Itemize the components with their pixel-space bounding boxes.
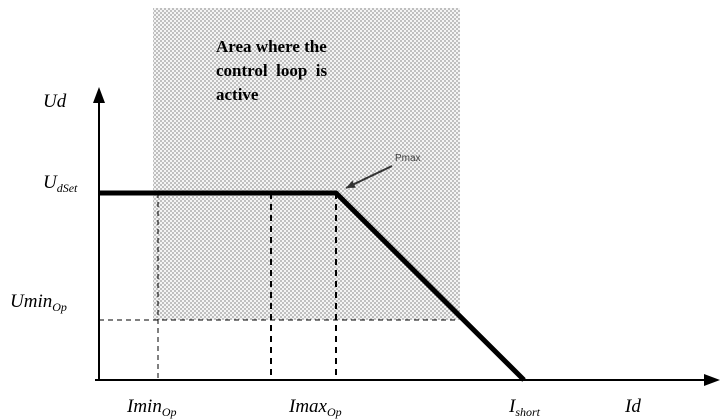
umin-label: UminOp: [10, 291, 67, 314]
ishort-label-sub: short: [515, 405, 540, 419]
id-axis-label: Id: [624, 396, 641, 417]
udset-label: UdSet: [43, 172, 78, 195]
udset-label-sub: dSet: [57, 181, 78, 195]
ishort-label: Ishort: [508, 396, 541, 419]
x-axis-arrow-icon: [704, 374, 720, 386]
imin-label: IminOp: [126, 396, 177, 419]
umin-label-main: Umin: [10, 291, 52, 312]
imax-label: ImaxOp: [288, 396, 342, 419]
area-text-line3: active: [216, 85, 259, 104]
characteristic-curve: [99, 190, 526, 382]
ud-axis-label: Ud: [43, 91, 67, 112]
imax-label-sub: Op: [327, 405, 342, 419]
ishort-label-main: I: [508, 396, 517, 417]
imin-label-main: Imin: [126, 396, 162, 417]
umin-label-sub: Op: [52, 300, 67, 314]
imax-label-main: Imax: [288, 396, 328, 417]
udset-label-main: U: [43, 172, 58, 193]
pmax-label: Pmax: [395, 153, 421, 164]
pmax-pointer-arrow: [345, 165, 393, 189]
imin-label-sub: Op: [162, 405, 177, 419]
area-text-line1: Area where the: [216, 37, 327, 56]
area-text-line2: control loop is: [216, 61, 328, 80]
y-axis-arrow-icon: [93, 87, 105, 103]
